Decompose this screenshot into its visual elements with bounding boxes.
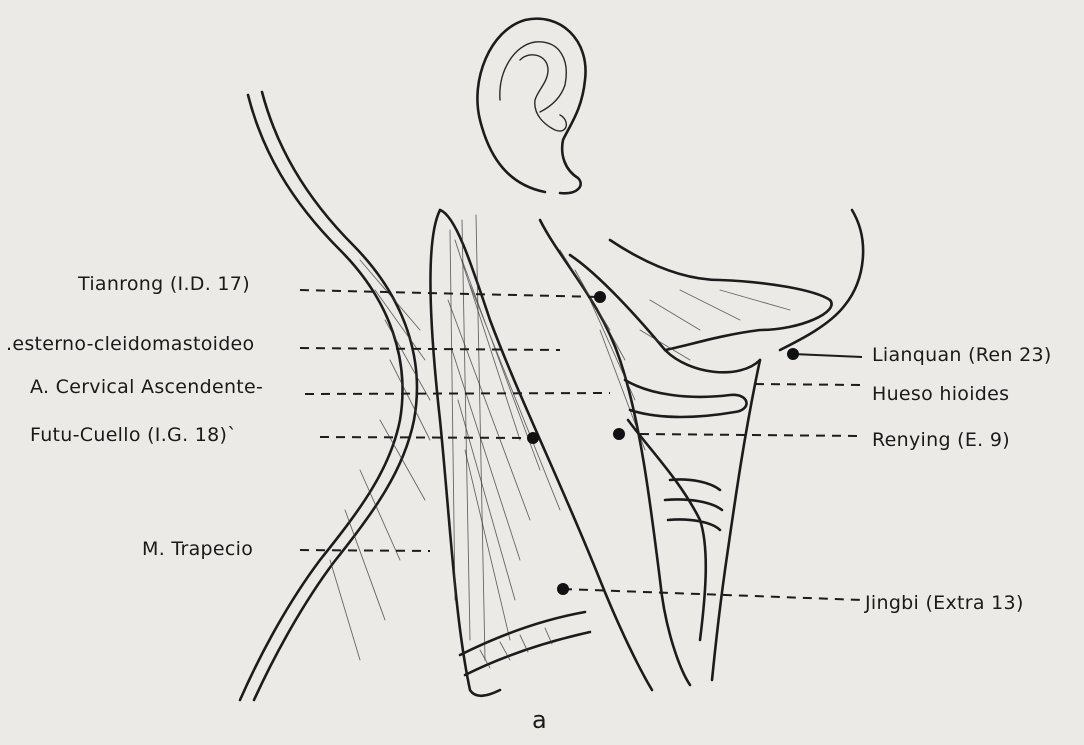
acupuncture-points <box>527 291 799 595</box>
label-esterno-cleidomastoideo: .esterno-cleidomastoideo <box>6 335 254 354</box>
label-futu-cuello: Futu-Cuello (I.G. 18)` <box>30 426 237 445</box>
ear-outline <box>477 19 585 194</box>
leader-lines <box>300 290 862 600</box>
omohyoid-band <box>460 612 590 675</box>
point-lianquan <box>787 348 799 360</box>
point-renying <box>613 428 625 440</box>
label-lianquan: Lianquan (Ren 23) <box>872 346 1052 365</box>
label-trapecio: M. Trapecio <box>142 540 253 559</box>
label-renying: Renying (E. 9) <box>872 431 1010 450</box>
figure-caption: a <box>532 708 547 732</box>
label-cervical-ascendente: A. Cervical Ascendente- <box>30 378 263 397</box>
label-jingbi: Jingbi (Extra 13) <box>865 594 1024 613</box>
point-tianrong <box>594 291 606 303</box>
point-jingbi <box>557 583 569 595</box>
point-futu <box>527 432 539 444</box>
label-tianrong: Tianrong (I.D. 17) <box>78 275 250 294</box>
label-hueso-hioides: Hueso hioides <box>872 385 1009 404</box>
neck-back-outline <box>240 92 417 700</box>
chin-jaw-outline <box>780 210 863 350</box>
larynx-region <box>570 240 832 680</box>
